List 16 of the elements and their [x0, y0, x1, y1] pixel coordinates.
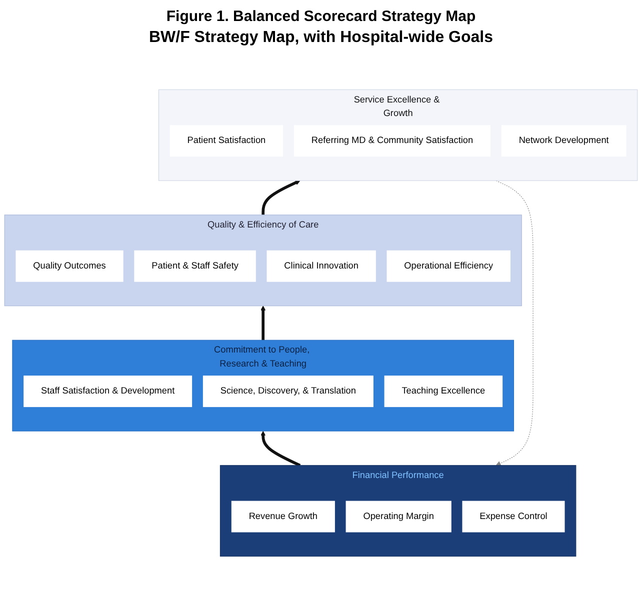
- node-box: Operating Margin: [346, 500, 452, 532]
- subtitle: BW/F Strategy Map, with Hospital-wide Goals: [148, 29, 494, 47]
- node-box: Clinical Innovation: [266, 250, 376, 282]
- node-box: Operational Efficiency: [386, 250, 510, 282]
- figure-title: Figure 1. Balanced Scorecard Strategy Map: [166, 8, 476, 25]
- arrow: [262, 180, 300, 215]
- arrow: [496, 180, 534, 466]
- node-box: Quality Outcomes: [16, 250, 124, 282]
- node-box: Expense Control: [462, 500, 565, 532]
- arrow: [260, 430, 301, 467]
- node-box: Revenue Growth: [231, 500, 335, 532]
- node-box: Patient & Staff Safety: [134, 250, 256, 282]
- node-box: Staff Satisfaction & Development: [24, 376, 192, 408]
- arrow: [260, 306, 266, 340]
- node-box: Teaching Excellence: [384, 376, 503, 408]
- node-box: Science, Discovery, & Translation: [202, 376, 374, 408]
